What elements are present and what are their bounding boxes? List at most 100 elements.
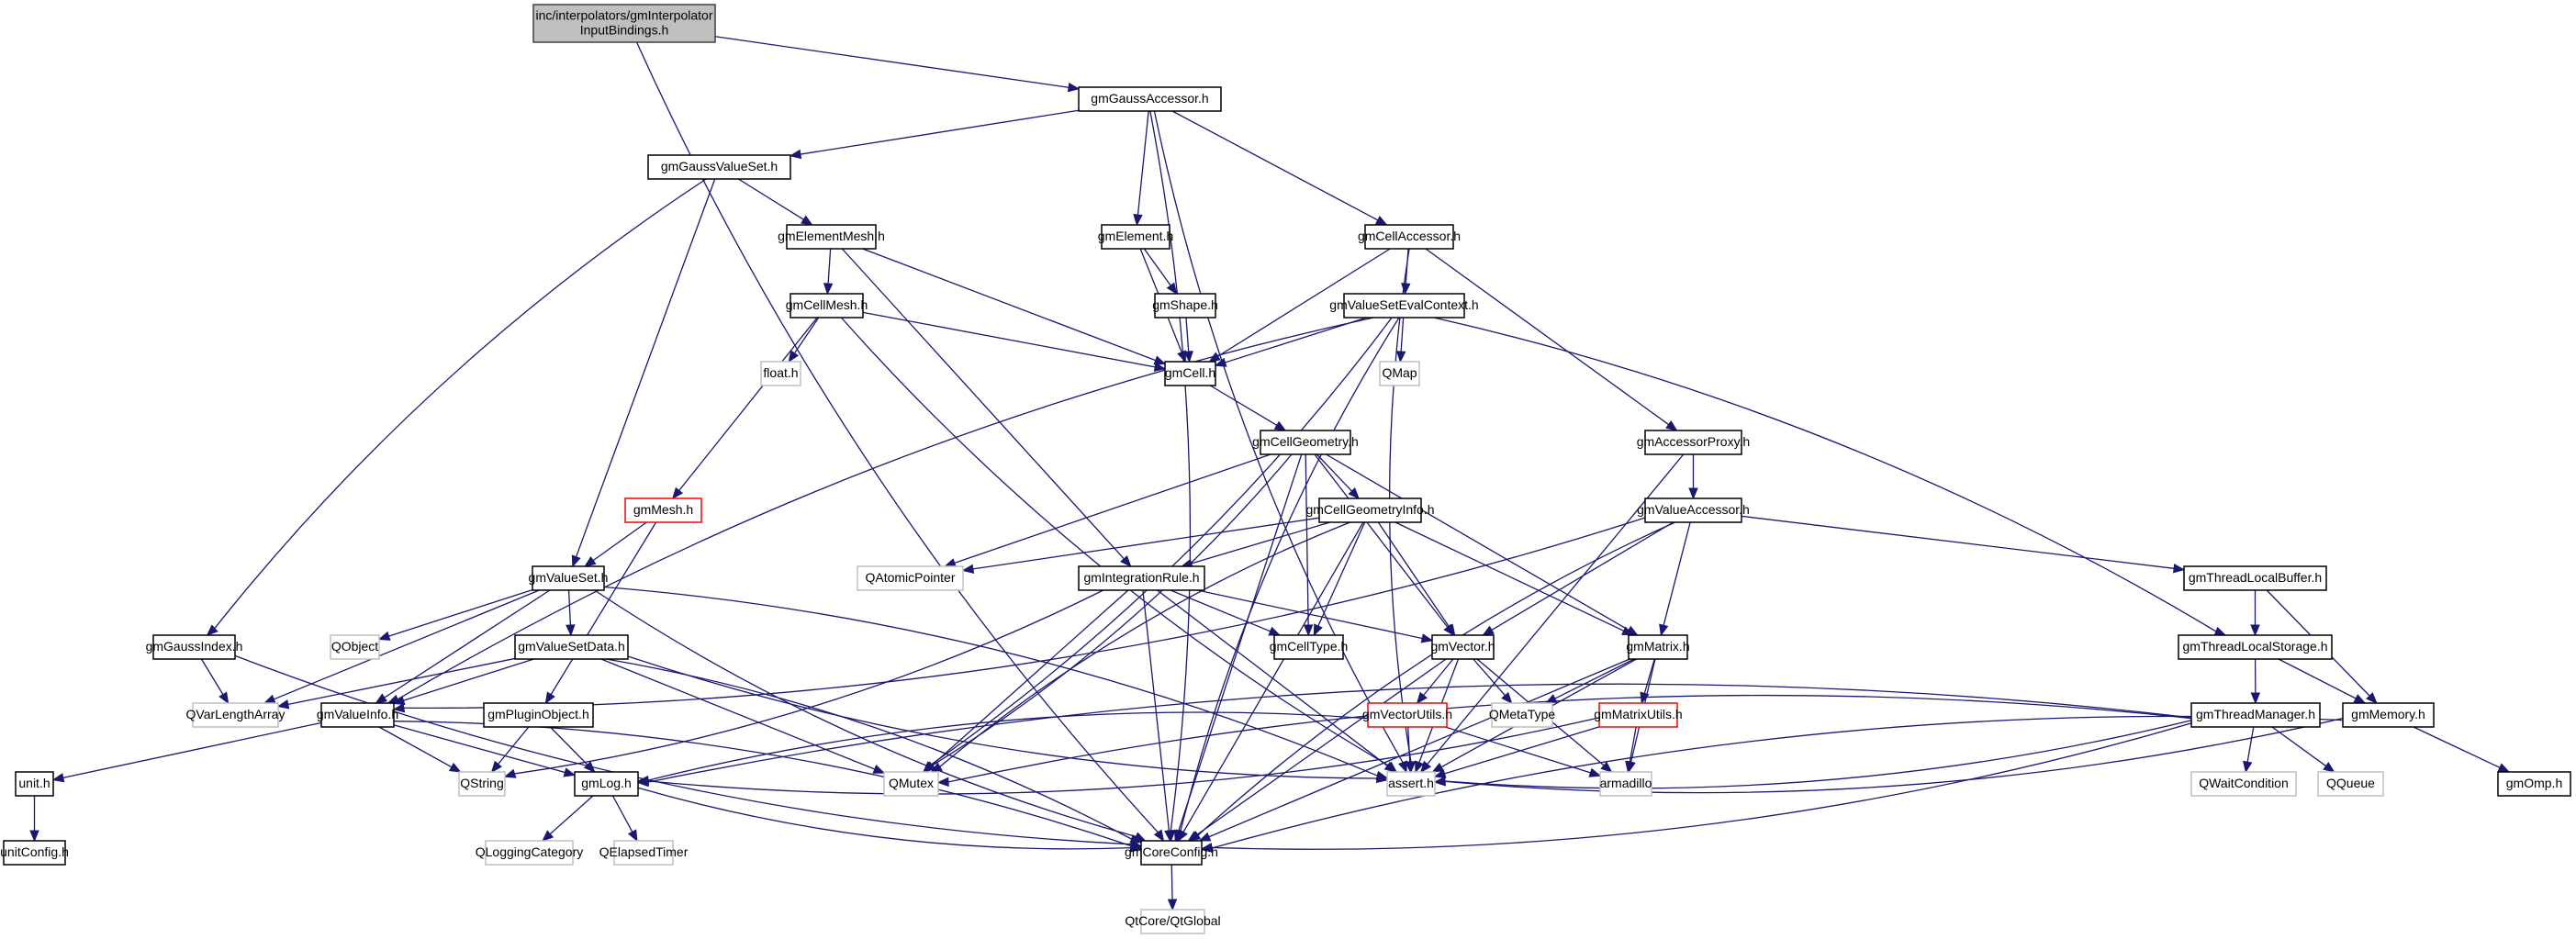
- arrowhead-gmLog-to-QLoggingCategory: [542, 830, 554, 842]
- node-box-gmMatrix[interactable]: [1628, 634, 1688, 660]
- node-box-gmThreadManager[interactable]: [2190, 702, 2321, 728]
- node-gmCellType[interactable]: gmCellType.h: [1270, 634, 1349, 660]
- node-box-gmVector[interactable]: [1431, 634, 1495, 660]
- node-gmThreadLocalBuffer[interactable]: gmThreadLocalBuffer.h: [2183, 565, 2327, 591]
- edge-gmValueInfo-to-gmLog: [393, 724, 566, 774]
- arrowhead-gmElementMesh-to-gmCell: [1153, 355, 1167, 365]
- node-box-gmValueSetEvalContext[interactable]: [1343, 293, 1465, 319]
- node-gmGaussValueSet[interactable]: gmGaussValueSet.h: [647, 154, 791, 180]
- node-gmThreadLocalStorage[interactable]: gmThreadLocalStorage.h: [2178, 634, 2333, 660]
- arrowhead-gmCellGeometryInfo-to-gmCoreConfig: [1177, 829, 1188, 843]
- edge-gmVectorUtils-to-assert: [1407, 726, 1411, 763]
- node-gmMemory[interactable]: gmMemory.h: [2342, 702, 2435, 728]
- node-box-gmMemory[interactable]: [2342, 702, 2435, 728]
- arrowhead-gmValueSetData-to-QVarLengthArray: [276, 699, 290, 710]
- node-box-gmCellGeometryInfo[interactable]: [1318, 497, 1422, 523]
- node-box-gmCellGeometry[interactable]: [1260, 430, 1351, 455]
- node-label-gmThreadLocalStorage: gmThreadLocalStorage.h: [2183, 639, 2328, 654]
- node-label-gmGaussValueSet: gmGaussValueSet.h: [661, 159, 778, 173]
- node-box-gmCoreConfig[interactable]: [1140, 840, 1203, 866]
- node-box-gmGaussValueSet[interactable]: [647, 154, 791, 180]
- node-gmValueInfo[interactable]: gmValueInfo.h: [317, 702, 398, 728]
- node-box-gmOmp[interactable]: [2497, 771, 2571, 797]
- node-gmCellAccessor[interactable]: gmCellAccessor.h: [1358, 224, 1461, 250]
- node-box-gmElementMesh[interactable]: [786, 224, 877, 250]
- node-box-gmThreadLocalBuffer[interactable]: [2183, 565, 2327, 591]
- edge-gmMatrix-to-gmCoreConfig: [1208, 658, 1630, 838]
- arrowhead-gmThreadManager-to-QQueue: [2323, 762, 2335, 773]
- node-box-root[interactable]: [532, 4, 716, 43]
- edge-gmGaussValueSet-to-gmGaussIndex: [214, 178, 707, 629]
- node-box-gmValueSet[interactable]: [532, 565, 605, 591]
- node-gmCell[interactable]: gmCell.h: [1164, 361, 1216, 386]
- arrowhead-gmMemory-to-gmOmp: [2497, 763, 2511, 773]
- node-gmOmp[interactable]: gmOmp.h: [2497, 771, 2571, 797]
- node-unit[interactable]: unit.h: [15, 771, 54, 797]
- node-gmMesh[interactable]: gmMesh.h: [624, 497, 702, 523]
- node-box-gmCellAccessor[interactable]: [1364, 224, 1454, 250]
- node-box-unit[interactable]: [15, 771, 54, 797]
- node-gmVectorUtils[interactable]: gmVectorUtils.h: [1362, 702, 1452, 728]
- node-gmCellGeometry[interactable]: gmCellGeometry.h: [1252, 430, 1359, 455]
- node-gmCellMesh[interactable]: gmCellMesh.h: [786, 293, 868, 319]
- node-box-gmValueAccessor[interactable]: [1644, 497, 1742, 523]
- node-gmThreadManager[interactable]: gmThreadManager.h: [2190, 702, 2321, 728]
- node-box-gmLog[interactable]: [574, 771, 639, 797]
- node-gmShape[interactable]: gmShape.h: [1152, 293, 1218, 319]
- node-gmCellGeometryInfo[interactable]: gmCellGeometryInfo.h: [1305, 497, 1435, 523]
- node-gmGaussIndex[interactable]: gmGaussIndex.h: [146, 634, 243, 660]
- arrowhead-gmMatrix-to-gmCoreConfig: [1198, 832, 1212, 842]
- node-root[interactable]: inc/interpolators/gmInterpolatorInputBin…: [532, 4, 716, 43]
- node-box-gmThreadLocalStorage[interactable]: [2178, 634, 2333, 660]
- node-box-gmCellMesh[interactable]: [790, 293, 864, 319]
- arrowhead-gmValueSetEvalContext-to-QMap: [1395, 351, 1406, 363]
- node-gmMatrixUtils[interactable]: gmMatrixUtils.h: [1594, 702, 1683, 728]
- node-gmValueSetData[interactable]: gmValueSetData.h: [514, 634, 629, 660]
- node-box-gmCellType[interactable]: [1273, 634, 1344, 660]
- node-gmGaussAccessor[interactable]: gmGaussAccessor.h: [1078, 86, 1222, 112]
- edge-gmThreadManager-to-gmLog: [647, 683, 2192, 783]
- node-gmCoreConfig[interactable]: gmCoreConfig.h: [1125, 840, 1218, 866]
- node-gmValueSetEvalContext[interactable]: gmValueSetEvalContext.h: [1329, 293, 1479, 319]
- node-box-gmShape[interactable]: [1154, 293, 1216, 319]
- node-box-gmMesh[interactable]: [624, 497, 702, 523]
- node-box-gmMatrixUtils[interactable]: [1598, 702, 1678, 728]
- arrowhead-gmValueSetEvalContext-to-gmThreadLocalStorage: [2213, 626, 2227, 636]
- node-gmVector[interactable]: gmVector.h: [1430, 634, 1495, 660]
- node-box-gmGaussAccessor[interactable]: [1078, 86, 1222, 112]
- node-box-QMap: [1379, 361, 1420, 386]
- node-box-unitConfig[interactable]: [3, 840, 66, 866]
- arrowhead-gmIntegrationRule-to-gmCoreConfig: [1164, 830, 1174, 843]
- node-label-QLoggingCategory: QLoggingCategory: [476, 844, 584, 859]
- node-gmPluginObject[interactable]: gmPluginObject.h: [483, 702, 594, 728]
- node-box-gmVectorUtils[interactable]: [1367, 702, 1448, 728]
- arrowhead-gmCellGeometryInfo-to-gmMatrix: [1621, 626, 1634, 636]
- node-box-gmGaussIndex[interactable]: [152, 634, 236, 660]
- node-box-gmElement[interactable]: [1101, 224, 1170, 250]
- node-box-gmAccessorProxy[interactable]: [1644, 430, 1742, 455]
- arrowhead-gmMatrix-to-assert: [1431, 762, 1445, 773]
- node-gmElement[interactable]: gmElement.h: [1098, 224, 1173, 250]
- node-gmElementMesh[interactable]: gmElementMesh.h: [778, 224, 885, 250]
- node-gmValueAccessor[interactable]: gmValueAccessor.h: [1637, 497, 1750, 523]
- node-box-gmValueInfo[interactable]: [320, 702, 395, 728]
- node-box-gmPluginObject[interactable]: [483, 702, 594, 728]
- edge-gmMatrixUtils-to-gmLog: [647, 717, 1600, 795]
- arrowhead-gmMesh-to-gmPluginObject: [544, 691, 555, 705]
- node-gmMatrix[interactable]: gmMatrix.h: [1626, 634, 1690, 660]
- arrowhead-gmValueInfo-to-unit: [51, 773, 65, 783]
- node-box-QString: [458, 771, 506, 797]
- edge-gmCell-to-gmCellGeometry: [1209, 385, 1278, 426]
- node-box-gmCell[interactable]: [1164, 361, 1216, 386]
- node-gmIntegrationRule[interactable]: gmIntegrationRule.h: [1078, 565, 1205, 591]
- node-gmAccessorProxy[interactable]: gmAccessorProxy.h: [1637, 430, 1750, 455]
- node-gmValueSet[interactable]: gmValueSet.h: [529, 565, 609, 591]
- edge-gmMesh-to-gmValueSet: [592, 521, 647, 562]
- edge-gmValueSetEvalContext-to-QMap: [1400, 317, 1405, 352]
- arrowhead-gmCell-to-gmCellGeometry: [1273, 420, 1287, 431]
- node-box-gmValueSetData[interactable]: [514, 634, 629, 660]
- node-unitConfig[interactable]: unitConfig.h: [0, 840, 69, 866]
- node-gmLog[interactable]: gmLog.h: [574, 771, 639, 797]
- node-box-gmIntegrationRule[interactable]: [1078, 565, 1205, 591]
- node-armadillo: armadillo: [1599, 771, 1652, 797]
